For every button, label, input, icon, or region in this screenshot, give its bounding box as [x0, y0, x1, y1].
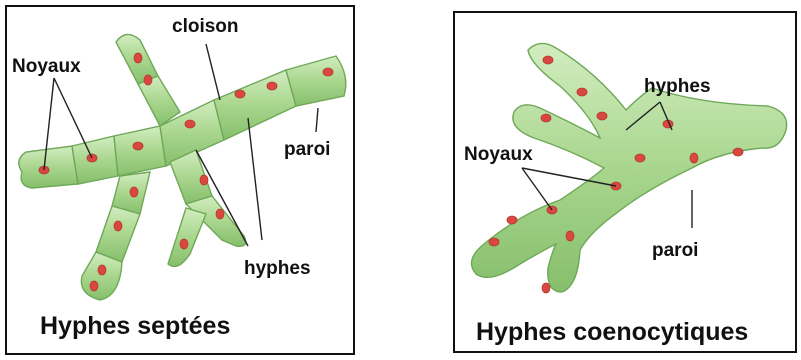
nucleus: [635, 154, 645, 162]
nuclei-label: Noyaux: [12, 56, 81, 77]
nucleus: [733, 148, 743, 156]
nucleus: [98, 265, 106, 275]
nucleus: [185, 120, 195, 128]
nucleus: [114, 221, 122, 231]
nucleus: [267, 82, 277, 90]
hypha-segment: [19, 146, 78, 188]
nucleus: [323, 68, 333, 76]
nucleus: [90, 281, 98, 291]
hyphae-label: hyphes: [244, 258, 311, 279]
nucleus: [566, 231, 574, 241]
nucleus: [235, 90, 245, 98]
nucleus: [577, 88, 587, 96]
septate-hyphae-panel: Noyaux cloison paroi hyphes Hyphes septé…: [6, 6, 354, 354]
nucleus: [134, 53, 142, 63]
nucleus: [507, 216, 517, 224]
nucleus: [180, 239, 188, 249]
nucleus: [543, 56, 553, 64]
wall-label: paroi: [652, 240, 698, 261]
nuclei-label: Noyaux: [464, 144, 533, 165]
nucleus: [541, 114, 551, 122]
nucleus: [690, 153, 698, 163]
nucleus: [216, 209, 224, 219]
nucleus: [144, 75, 152, 85]
coenocytic-hyphae-panel: hyphes Noyaux paroi Hyphes coenocytiques: [454, 12, 796, 352]
septate-caption: Hyphes septées: [40, 312, 230, 340]
septum-label: cloison: [172, 16, 239, 37]
nucleus: [133, 142, 143, 150]
nucleus: [542, 283, 550, 293]
coenocytic-caption: Hyphes coenocytiques: [476, 318, 748, 346]
nucleus: [130, 187, 138, 197]
nucleus: [597, 112, 607, 120]
hyphae-label: hyphes: [644, 76, 711, 97]
wall-label: paroi: [284, 139, 330, 160]
nucleus: [200, 175, 208, 185]
nucleus: [489, 238, 499, 246]
